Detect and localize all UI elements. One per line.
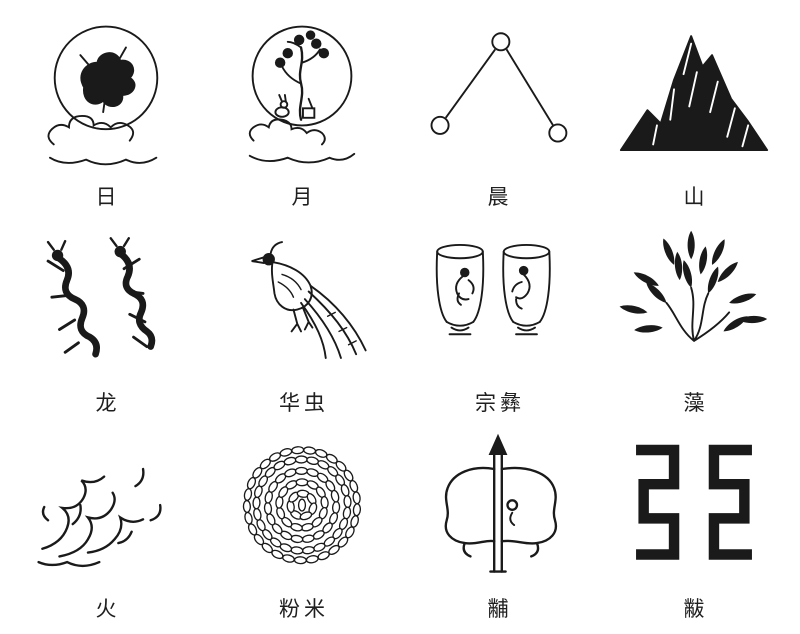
moon-symbol-icon [248,25,356,164]
stars-symbol-icon [430,32,568,143]
symbol-cell-mountain: 山 [596,6,792,212]
symbol-cell-moon: 月 [204,6,400,212]
symbol-cell-sun: 日 [8,6,204,212]
rice-grains-symbol-icon [242,446,362,565]
symbol-label: 山 [683,186,709,209]
symbol-label: 龙 [95,392,121,415]
fu-pattern-art [596,418,792,596]
symbol-cell-algae: 藻 [596,212,792,418]
sun-symbol-icon [47,25,159,166]
symbol-label: 晨 [487,186,513,209]
rice-grains-cluster [242,446,362,565]
symbol-label: 黻 [683,598,709,621]
pheasant-symbol-icon [251,241,367,359]
symbol-cell-dragon: 龙 [8,212,204,418]
mountain-art [596,6,792,184]
symbol-label: 藻 [683,392,709,415]
fu-pattern-symbol-icon [636,444,752,560]
symbol-cell-fire: 火 [8,418,204,624]
symbol-label: 日 [95,186,121,209]
fire-symbol-icon [37,467,162,568]
symbol-cell-fu-pattern: 黻 [596,418,792,624]
symbol-label: 宗彝 [475,392,525,415]
stars-art [400,6,596,184]
rice-grains-art [204,418,400,596]
symbol-label: 华虫 [279,392,329,415]
symbol-cell-rice-grains: 粉米 [204,418,400,624]
symbol-label: 黼 [487,598,513,621]
axe-symbol-icon [444,433,558,573]
algae-leaves [619,230,768,333]
symbol-cell-axe: 黼 [400,418,596,624]
axe-art [400,418,596,596]
symbol-cell-stars: 晨 [400,6,596,212]
symbol-label: 火 [95,598,121,621]
symbol-cell-pheasant: 华虫 [204,212,400,418]
algae-symbol-icon [619,230,768,342]
mountain-symbol-icon [619,35,769,152]
algae-art [596,212,792,390]
ritual-cups-art [400,212,596,390]
symbol-label: 月 [291,186,317,209]
sun-art [8,6,204,184]
symbol-label: 粉米 [279,598,329,621]
ritual-cups-symbol-icon [435,244,551,336]
moon-art [204,6,400,184]
dragon-art [8,212,204,390]
dragon-symbol-icon [46,237,156,358]
fire-art [8,418,204,596]
symbol-cell-ritual-cups: 宗彝 [400,212,596,418]
pheasant-art [204,212,400,390]
